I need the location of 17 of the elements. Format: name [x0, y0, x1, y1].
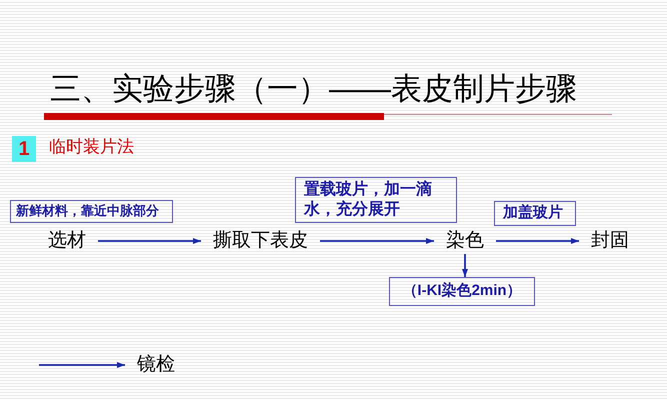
step-label: 镜检 [137, 354, 175, 376]
note-box: 加盖玻片 [494, 201, 576, 226]
slide-title: 三、实验步骤（一）——表皮制片步骤 [50, 72, 577, 106]
note-box: 置载玻片，加一滴水，充分展开 [295, 177, 457, 223]
step-label: 选材 [48, 230, 86, 252]
step-label: 染色 [446, 230, 484, 252]
note-box: 新鲜材料，靠近中脉部分 [10, 200, 173, 223]
arrow [462, 254, 468, 277]
step-label: 封固 [591, 230, 629, 252]
number-badge: 1 [12, 136, 36, 162]
arrow [496, 238, 579, 244]
step-label: 撕取下表皮 [213, 230, 308, 252]
arrow [39, 362, 125, 368]
arrow [320, 238, 434, 244]
arrow [98, 238, 201, 244]
note-box: （I-KI染色2min） [389, 277, 535, 306]
section-heading: 临时装片法 [49, 136, 134, 158]
